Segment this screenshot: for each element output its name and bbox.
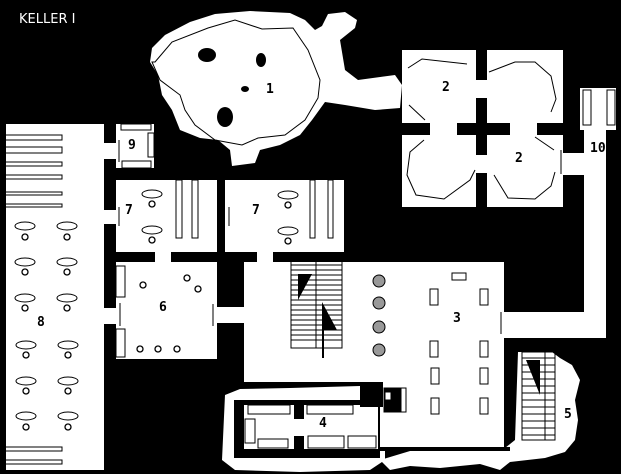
room-label-7a: 7: [125, 203, 133, 218]
room-label-7b: 7: [252, 203, 260, 218]
doors: [118, 140, 562, 436]
room-label-9: 9: [128, 138, 136, 153]
room-3-furniture: [372, 272, 489, 415]
room-label-2b: 2: [515, 151, 523, 166]
room-6: [116, 262, 217, 359]
tables: [14, 189, 299, 421]
room-label-3: 3: [453, 311, 461, 326]
stools: [21, 200, 292, 431]
room-2-nw: [402, 50, 476, 123]
room-label-4: 4: [319, 416, 327, 431]
room-2-se: [487, 135, 563, 207]
room-label-10: 10: [590, 141, 606, 156]
room-label-8: 8: [37, 315, 45, 330]
room-label-5: 5: [564, 407, 572, 422]
room-10: [580, 88, 616, 130]
room-2-sw: [402, 135, 476, 207]
map-title: KELLER I: [19, 12, 76, 27]
room-label-1: 1: [266, 82, 274, 97]
room-label-6: 6: [159, 300, 167, 315]
cave-1: [150, 11, 402, 166]
room-label-2a: 2: [442, 80, 450, 95]
room-7a: [116, 180, 217, 252]
room-2-ne: [487, 50, 563, 123]
